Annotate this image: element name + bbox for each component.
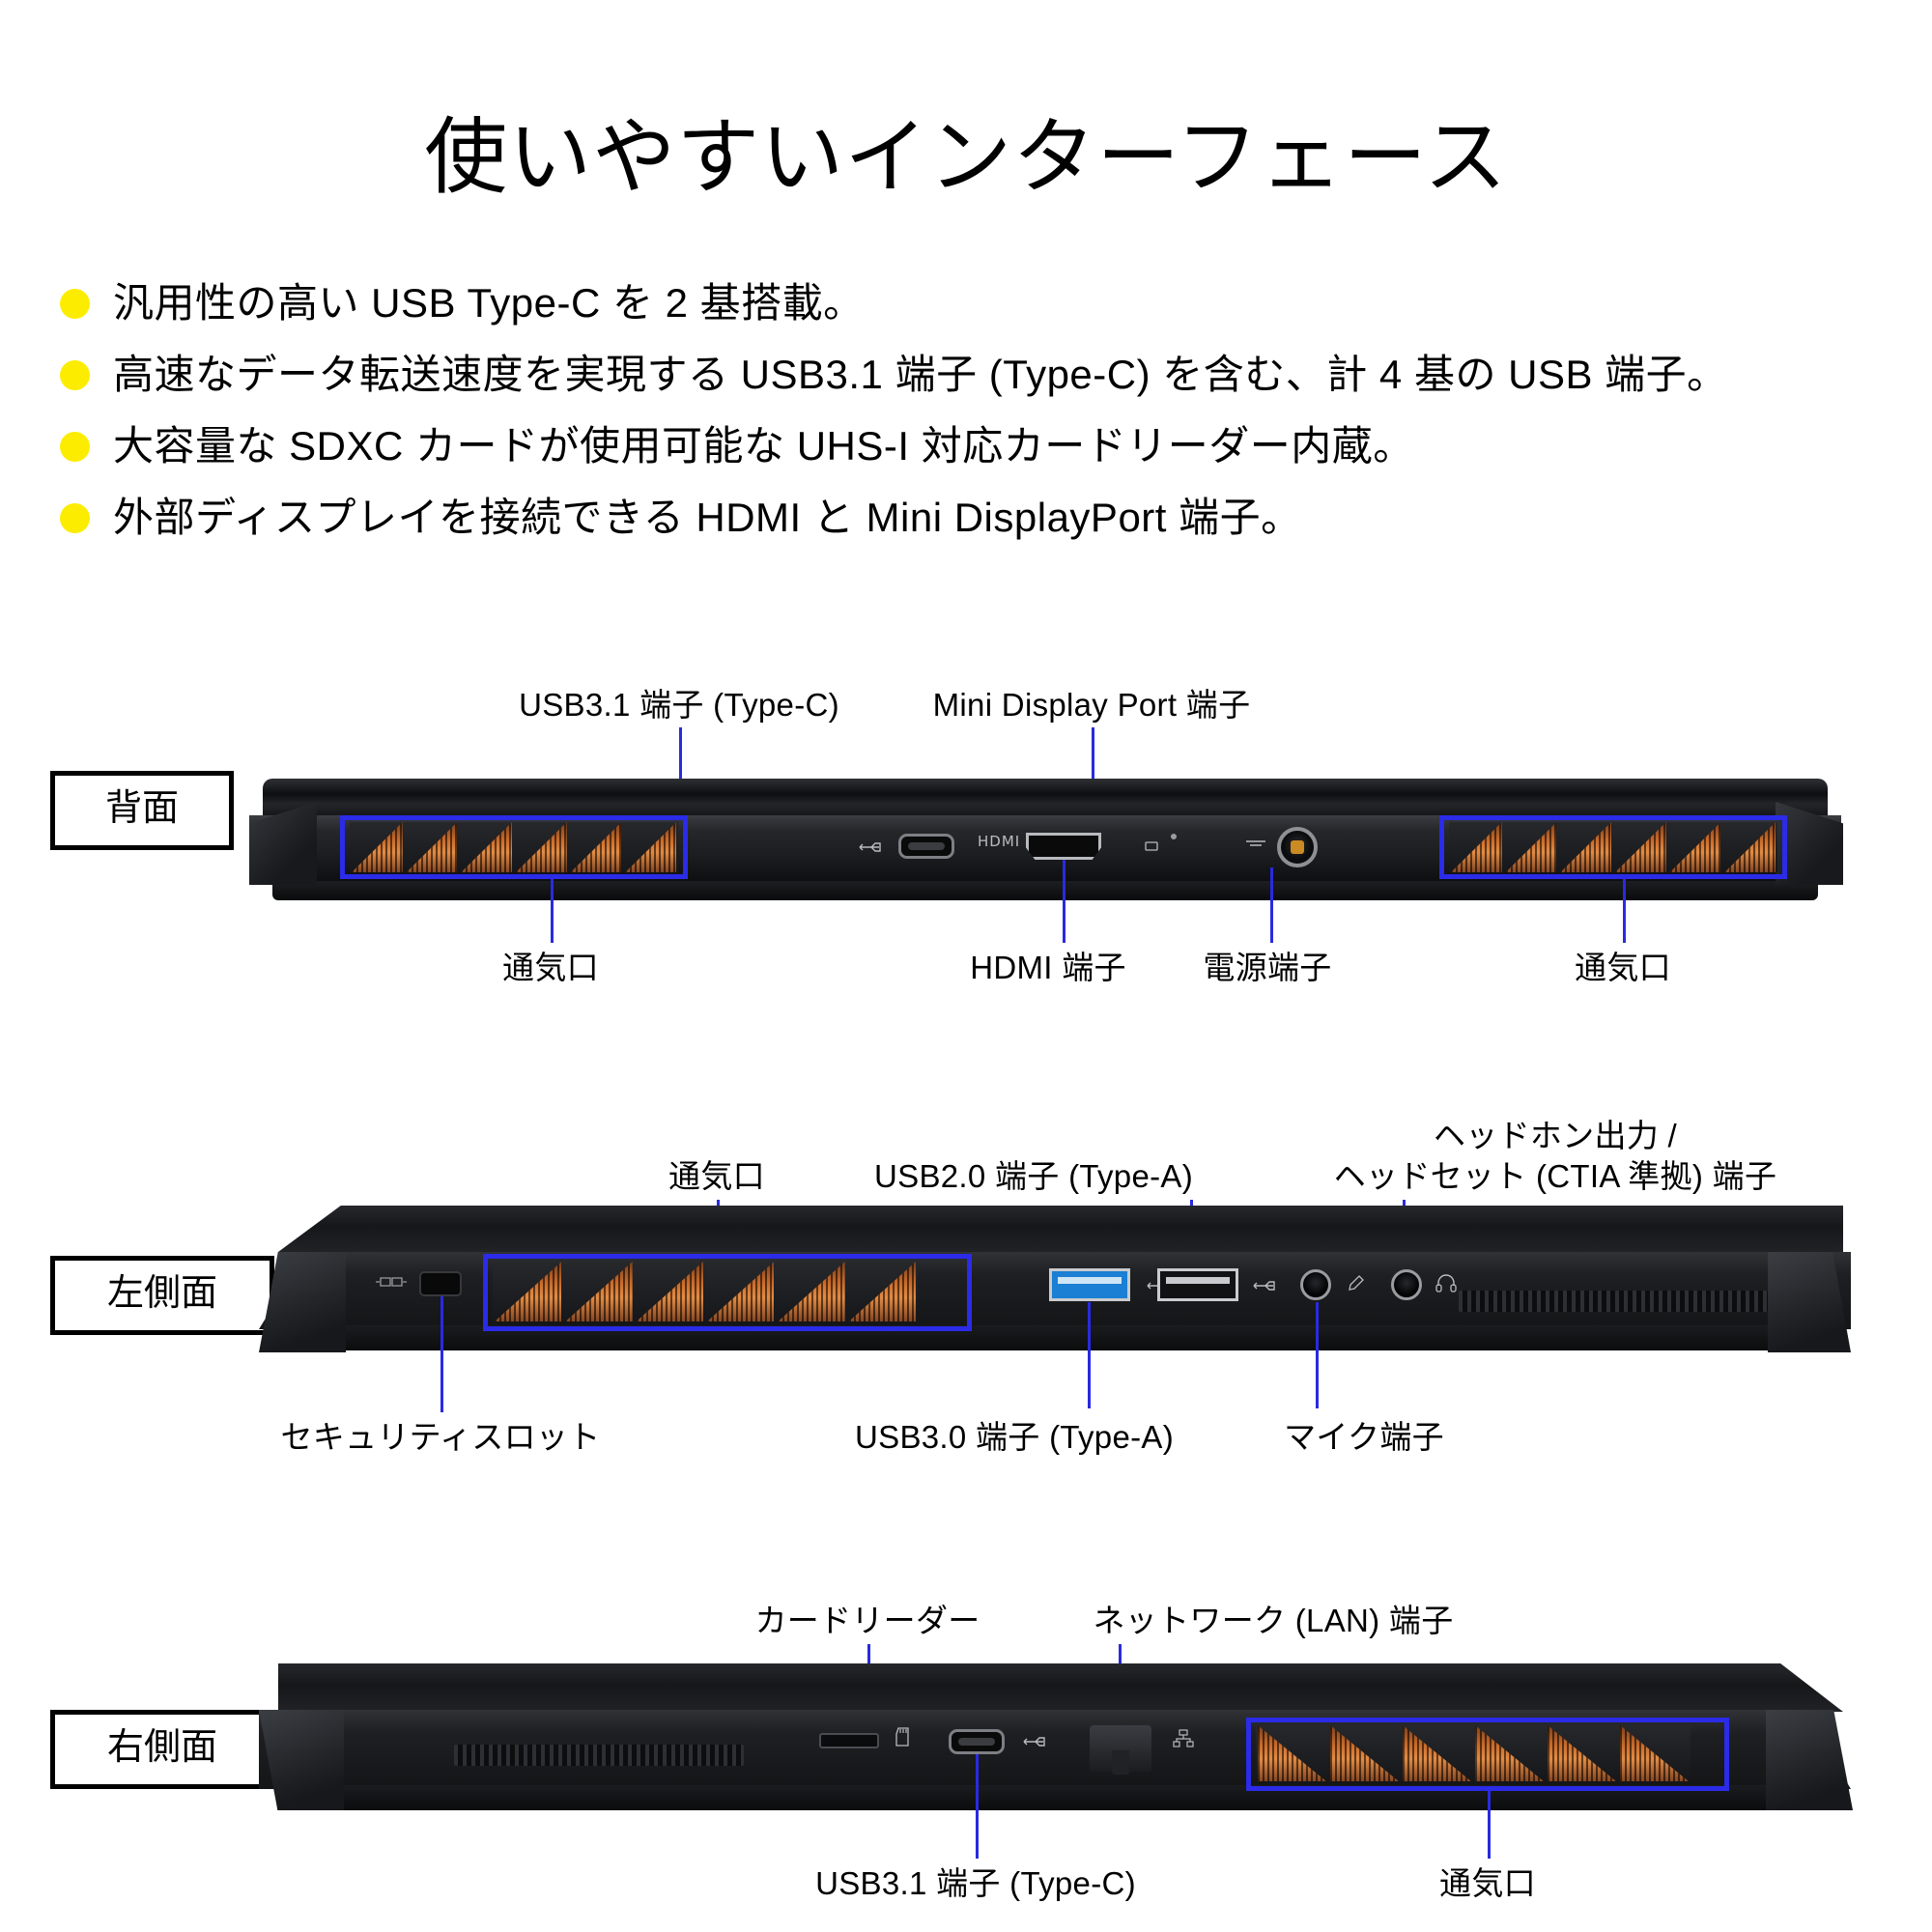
label-microphone-port: マイク端子 — [1284, 1419, 1444, 1455]
leader-line — [679, 727, 682, 793]
bullet-text: 大容量な SDXC カードが使用可能な UHS-I 対応カードリーダー内蔵。 — [113, 422, 1414, 469]
bullet-dot-icon — [60, 288, 90, 319]
port-usb20-typea — [1157, 1268, 1238, 1301]
port-hdmi — [1026, 833, 1101, 860]
displayport-icon — [1144, 838, 1159, 854]
hdmi-icon: HDMI — [978, 833, 1021, 850]
label-usb31-typec-right: USB3.1 端子 (Type-C) — [815, 1865, 1136, 1901]
vent-grill-left-side — [493, 1262, 918, 1321]
power-icon — [1244, 838, 1267, 849]
label-security-slot: セキュリティスロット — [280, 1419, 601, 1455]
side-tag-right: 右側面 — [50, 1710, 274, 1789]
bullet-dot-icon — [60, 502, 90, 533]
bullet-text: 外部ディスプレイを接続できる HDMI と Mini DisplayPort 端… — [113, 494, 1302, 540]
vent-grill-left — [350, 822, 678, 872]
label-card-reader: カードリーダー — [754, 1603, 980, 1638]
speaker-slit-grill — [1459, 1291, 1768, 1312]
label-usb20-typea: USB2.0 端子 (Type-A) — [874, 1158, 1193, 1194]
microphone-icon — [1345, 1273, 1366, 1294]
leader-line — [976, 1754, 979, 1859]
network-icon — [1173, 1729, 1194, 1748]
side-tag-back: 背面 — [50, 771, 234, 850]
leader-line — [440, 1296, 443, 1412]
sd-card-icon — [895, 1727, 910, 1747]
usb-icon — [1022, 1735, 1047, 1748]
laptop-base-side-right — [278, 1785, 1824, 1810]
page-title: 使いやすいインターフェース — [424, 110, 1508, 204]
list-item: 高速なデータ転送速度を実現する USB3.1 端子 (Type-C) を含む、計… — [60, 344, 1895, 406]
laptop-lid — [263, 779, 1828, 819]
diagram-left-side: 左側面 通気口 USB2.0 端子 (Type-A) ヘッドホン出力 / ヘッド… — [0, 1082, 1932, 1488]
label-usb30-typea: USB3.0 端子 (Type-A) — [855, 1419, 1174, 1455]
leader-line — [1088, 1302, 1091, 1408]
port-headphone-jack — [1391, 1269, 1422, 1300]
leader-line — [551, 879, 554, 943]
bullet-text: 汎用性の高い USB Type-C を 2 基搭載。 — [113, 279, 865, 326]
port-security-slot — [419, 1271, 462, 1296]
laptop-base-side — [278, 1325, 1824, 1350]
port-usb30-typea — [1049, 1268, 1130, 1301]
side-tag-left: 左側面 — [50, 1256, 274, 1335]
bullet-text: 高速なデータ転送速度を実現する USB3.1 端子 (Type-C) を含む、計… — [113, 351, 1728, 397]
laptop-corner-right — [1776, 802, 1843, 885]
port-mini-displayport — [1171, 834, 1177, 839]
label-mini-displayport: Mini Display Port 端子 — [932, 687, 1251, 723]
diagram-right-side: 右側面 カードリーダー ネットワーク (LAN) 端子 — [0, 1555, 1932, 1932]
laptop-rear-foot — [272, 881, 1818, 900]
label-headset-ctia: ヘッドセット (CTIA 準拠) 端子 — [1333, 1158, 1777, 1194]
feature-bullet-list: 汎用性の高い USB Type-C を 2 基搭載。 高速なデータ転送速度を実現… — [60, 272, 1895, 558]
leader-line — [1316, 1302, 1319, 1408]
leader-line — [1063, 860, 1065, 943]
label-usb31-typec-back: USB3.1 端子 (Type-C) — [519, 687, 839, 723]
leader-line — [1488, 1791, 1491, 1859]
list-item: 大容量な SDXC カードが使用可能な UHS-I 対応カードリーダー内蔵。 — [60, 415, 1895, 477]
usb-icon — [858, 840, 883, 854]
diagram-back-panel: 背面 USB3.1 端子 (Type-C) Mini Display Port … — [0, 687, 1932, 1043]
vent-grill-right-side — [1256, 1725, 1690, 1781]
laptop-lid-side-right — [278, 1663, 1843, 1712]
port-usb31-typec-right — [949, 1729, 1005, 1754]
lock-slot-icon — [375, 1275, 408, 1289]
speaker-slit-grill-right — [454, 1745, 744, 1766]
laptop-corner-left — [249, 802, 317, 885]
label-headphone-out: ヘッドホン出力 / — [1433, 1118, 1678, 1153]
leader-line — [1623, 879, 1626, 943]
port-card-reader — [819, 1733, 879, 1748]
port-lan — [1090, 1725, 1151, 1776]
headphone-icon — [1435, 1273, 1457, 1293]
port-usb31-typec — [898, 834, 954, 859]
port-power — [1277, 827, 1318, 867]
leader-line — [1270, 867, 1273, 943]
laptop-lid-side — [278, 1206, 1843, 1252]
label-vent-right-bottom: 通気口 — [1439, 1865, 1536, 1901]
label-power-port: 電源端子 — [1203, 950, 1332, 985]
list-item: 汎用性の高い USB Type-C を 2 基搭載。 — [60, 272, 1895, 334]
label-vent-left-back: 通気口 — [502, 950, 599, 985]
laptop-hinge-left-right — [259, 1710, 344, 1810]
vent-grill-right — [1449, 822, 1777, 872]
bullet-dot-icon — [60, 359, 90, 390]
port-microphone-jack — [1300, 1269, 1331, 1300]
label-hdmi-port: HDMI 端子 — [970, 950, 1126, 985]
label-vent-left-side: 通気口 — [668, 1158, 765, 1194]
list-item: 外部ディスプレイを接続できる HDMI と Mini DisplayPort 端… — [60, 487, 1895, 549]
bullet-dot-icon — [60, 431, 90, 462]
label-vent-right-back: 通気口 — [1575, 950, 1671, 985]
laptop-hinge-right-right — [1766, 1710, 1853, 1810]
label-lan-port: ネットワーク (LAN) 端子 — [1093, 1603, 1454, 1638]
leader-line — [1092, 727, 1094, 803]
usb-icon — [1252, 1279, 1277, 1293]
